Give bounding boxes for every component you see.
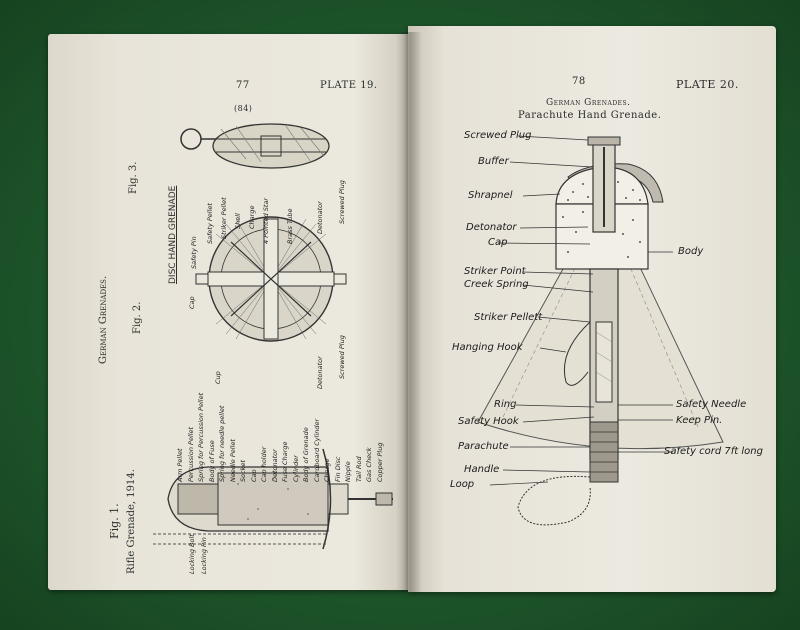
rifle-label-2: Spring for Percussion Pellet: [197, 392, 205, 482]
parachute-grenade-drawing: [477, 135, 724, 526]
rifle-label-18: Gas Check: [365, 447, 373, 482]
label-ring: Ring: [494, 399, 517, 410]
label-buffer: Buffer: [478, 156, 509, 167]
label-shrapnel: Shrapnel: [468, 190, 513, 201]
rifle-label-14: Charge: [323, 458, 331, 482]
rifle-label-10: Fuse Charge: [281, 441, 289, 483]
rifle-label-19: Copper Plug: [375, 442, 384, 482]
disc-label-8: Detonator: [316, 201, 324, 234]
left-page-number: 77: [236, 80, 250, 91]
rifle-label-5: Needle Pellet: [228, 439, 237, 482]
rifle-label-1: Percussion Pellet: [186, 426, 195, 482]
right-page: 78 PLATE 20. German Grenades. Parachute …: [408, 26, 776, 592]
disc-label-5: Charge: [248, 205, 256, 229]
left-plate-label: PLATE 19.: [320, 80, 378, 91]
right-section-title: German Grenades.: [546, 98, 631, 108]
fig2-label: Fig. 2.: [132, 301, 143, 334]
rifle-label-13: Cardboard Cylinder: [312, 418, 321, 482]
label-hanging-hook: Hanging Hook: [452, 342, 523, 353]
left-section-title: German Grenades.: [98, 275, 109, 364]
disc-label-9: Screwed Plug: [338, 180, 346, 224]
label-keep-pin: Keep Pin.: [676, 415, 723, 426]
rifle-label-4: Spring for needle pellet: [218, 405, 226, 482]
disc-label-6: 4 Pointed Star: [262, 197, 270, 244]
label-creek-spring: Creek Spring: [464, 279, 529, 290]
disc-label-detonator: Detonator: [316, 356, 324, 389]
disc-label-cup: Cup: [214, 371, 222, 384]
disc-label-1: Safety Pin: [190, 236, 198, 269]
disc-label-3: Striker Pellet: [220, 197, 228, 239]
label-cap: Cap: [488, 237, 508, 248]
ref-number: (84): [234, 104, 253, 113]
label-safety-cord: Safety cord 7ft long: [664, 446, 763, 457]
rifle-label-0: Arm Pellet: [176, 448, 184, 482]
label-loop: Loop: [450, 479, 475, 490]
rifle-locking-pin: Locking Pin: [200, 537, 208, 574]
rifle-label-8: Cap holder: [260, 446, 268, 482]
rifle-grenade-drawing: [153, 448, 393, 550]
label-safety-hook: Safety Hook: [458, 416, 519, 427]
right-page-number: 78: [572, 76, 586, 87]
disc-label-4: Shell: [234, 213, 242, 229]
disc-label-screwed-plug: Screwed Plug: [338, 335, 346, 379]
rifle-locking-bolt: Locking Bolt: [188, 534, 196, 574]
open-book: 77 PLATE 19. (84) German Grenades. Fig. …: [36, 22, 776, 594]
book-gutter: [396, 32, 422, 592]
rifle-label-12: Body of Grenade: [302, 427, 310, 482]
label-detonator: Detonator: [466, 222, 517, 233]
rifle-label-15: Fin Disc: [333, 456, 342, 482]
rifle-label-11: Cylinder: [291, 455, 300, 482]
label-body: Body: [678, 246, 704, 257]
label-safety-needle: Safety Needle: [676, 399, 747, 410]
label-striker-pellett: Striker Pellett: [474, 312, 543, 323]
right-plate-label: PLATE 20.: [676, 78, 739, 91]
label-striker-point: Striker Point: [464, 266, 526, 277]
label-parachute: Parachute: [458, 441, 509, 452]
disc-label-cap: Cap: [188, 296, 196, 309]
right-subtitle: Parachute Hand Grenade.: [518, 110, 662, 121]
rifle-label-3: Body of Fuse: [207, 440, 216, 482]
rifle-label-7: Cap: [249, 469, 258, 482]
rifle-label-9: Detonator: [270, 449, 279, 482]
disc-grenade-drawing: [180, 123, 347, 342]
fig3-label: Fig. 3.: [128, 161, 139, 194]
left-page: 77 PLATE 19. (84) German Grenades. Fig. …: [48, 34, 408, 590]
rifle-label-16: Nipple: [344, 461, 352, 482]
label-screwed-plug: Screwed Plug: [464, 130, 532, 141]
fig1-title: Rifle Grenade, 1914.: [126, 469, 137, 574]
disc-label-2: Safety Pellet: [206, 203, 214, 244]
label-handle: Handle: [464, 464, 500, 475]
rifle-label-17: Tail Rod: [354, 456, 363, 482]
fig1-label: Fig. 1.: [108, 503, 121, 539]
rifle-label-6: Socket: [239, 460, 247, 482]
disc-label-7: Brass Tube: [286, 208, 294, 244]
